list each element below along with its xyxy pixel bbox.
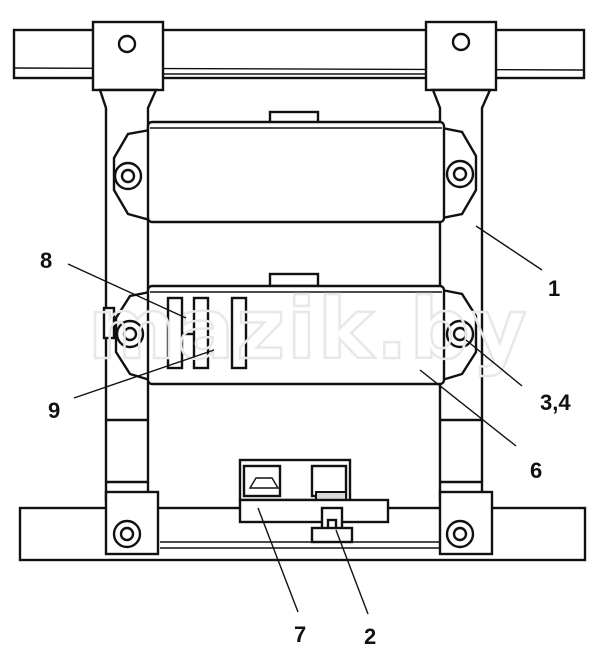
- upper-clamp-ear-left: [112, 128, 152, 222]
- bottom-pin-left: [112, 519, 142, 549]
- callout-8: 8: [40, 248, 52, 273]
- callout-9: 9: [48, 398, 60, 423]
- top-pin-left: [117, 34, 137, 54]
- bottom-clamp-assembly: [238, 458, 390, 544]
- upper-tank: [146, 110, 446, 224]
- callout-2: 2: [364, 624, 376, 649]
- watermark-text: mazik.by: [88, 280, 529, 378]
- leader-lines: [67, 225, 543, 615]
- lower-clamp-ear-right: [440, 288, 478, 382]
- bottom-pin-right: [445, 519, 475, 549]
- callout-7: 7: [294, 622, 306, 647]
- top-pin-right: [451, 32, 471, 52]
- callout-3-4: 3,4: [540, 390, 571, 415]
- callout-1: 1: [548, 276, 560, 301]
- callout-6: 6: [530, 458, 542, 483]
- lower-tank: [146, 272, 446, 386]
